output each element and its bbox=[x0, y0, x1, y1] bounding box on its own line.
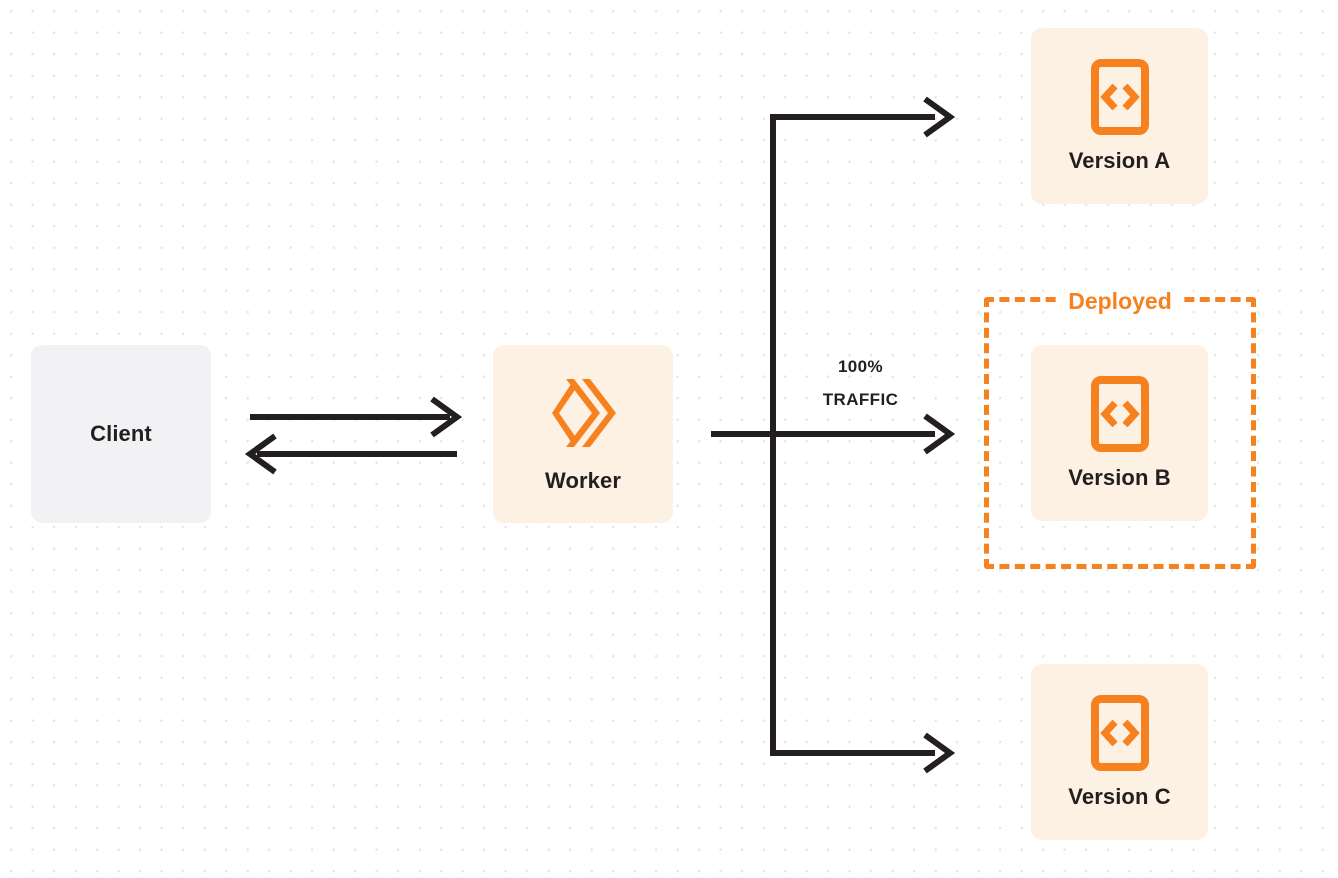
worker-label: Worker bbox=[545, 467, 621, 493]
arrow-client-to-worker bbox=[250, 396, 463, 438]
client-label: Client bbox=[90, 420, 152, 446]
code-brackets-icon bbox=[1090, 694, 1149, 771]
arrow-worker-to-version-a bbox=[770, 96, 956, 138]
code-brackets-icon bbox=[1090, 58, 1149, 135]
arrow-worker-to-version-b bbox=[711, 413, 956, 455]
traffic-word-text: TRAFFIC bbox=[822, 390, 899, 410]
version-c-node[interactable]: Version C bbox=[1031, 664, 1208, 840]
traffic-percent-text: 100% bbox=[837, 357, 884, 376]
cloudflare-workers-logo-icon bbox=[544, 375, 622, 451]
deployed-label: Deployed bbox=[1058, 290, 1182, 314]
arrow-worker-to-version-c bbox=[770, 732, 956, 774]
worker-node[interactable]: Worker bbox=[493, 345, 673, 523]
client-node[interactable]: Client bbox=[31, 345, 211, 523]
version-a-label: Version A bbox=[1068, 147, 1171, 173]
deployed-boundary: Deployed bbox=[984, 290, 1256, 569]
arrow-worker-to-client bbox=[244, 433, 457, 475]
code-brackets-icon bbox=[1090, 375, 1149, 452]
version-b-label: Version B bbox=[1068, 464, 1171, 490]
version-a-node[interactable]: Version A bbox=[1031, 28, 1208, 204]
version-c-label: Version C bbox=[1068, 783, 1171, 809]
version-b-node[interactable]: Version B bbox=[1031, 345, 1208, 521]
traffic-percentage-label: 100% TRAFFIC bbox=[783, 350, 938, 416]
